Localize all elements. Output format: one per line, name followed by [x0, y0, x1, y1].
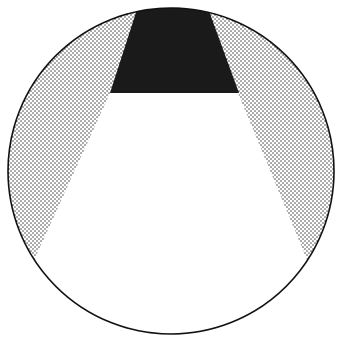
circle-diagram — [0, 0, 342, 339]
circle-contents — [0, 0, 342, 339]
